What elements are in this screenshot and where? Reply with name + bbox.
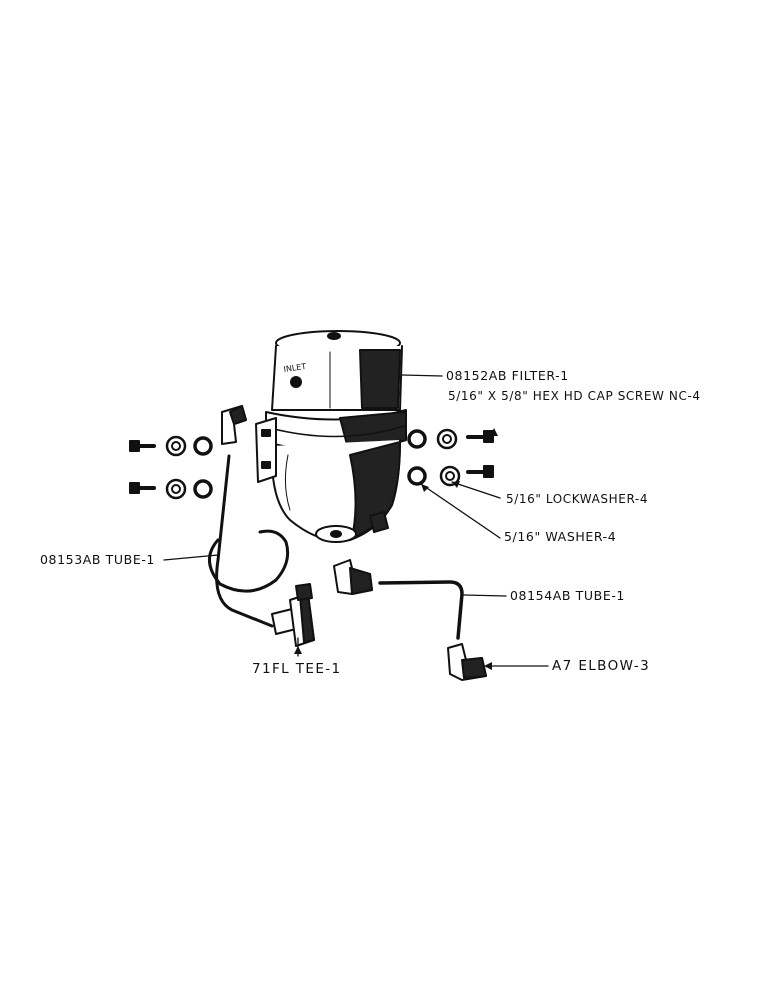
cap-screws [129, 430, 494, 494]
label-lockwasher: 5/16" LOCKWASHER-4 [506, 492, 649, 506]
washers [165, 428, 461, 500]
label-cap-screw: 5/16" X 5/8" HEX HD CAP SCREW NC-4 [448, 389, 701, 403]
elbow-fitting-lower [447, 643, 487, 681]
elbow-fitting-middle [333, 559, 373, 595]
label-filter: 08152AB FILTER-1 [446, 368, 569, 383]
label-tube-right: 08154AB TUBE-1 [510, 588, 625, 603]
tee-fitting [271, 583, 315, 647]
label-tube-left: 08153AB TUBE-1 [40, 552, 155, 567]
cap-screw-right-lower [466, 465, 494, 478]
filter-canister [255, 330, 407, 543]
label-tee: 71FL TEE-1 [252, 661, 342, 677]
elbow-fitting-upper [221, 405, 247, 445]
cap-screw-left-upper [129, 440, 156, 452]
cap-screw-left-lower [129, 482, 156, 494]
cap-screw-right-upper [466, 430, 494, 443]
label-washer: 5/16" WASHER-4 [504, 529, 617, 544]
tube-right [378, 580, 464, 640]
tube-left [208, 454, 290, 628]
leader-lines [163, 374, 549, 667]
label-elbow: A7 ELBOW-3 [552, 658, 651, 674]
inlet-marking: INLET [283, 362, 307, 374]
